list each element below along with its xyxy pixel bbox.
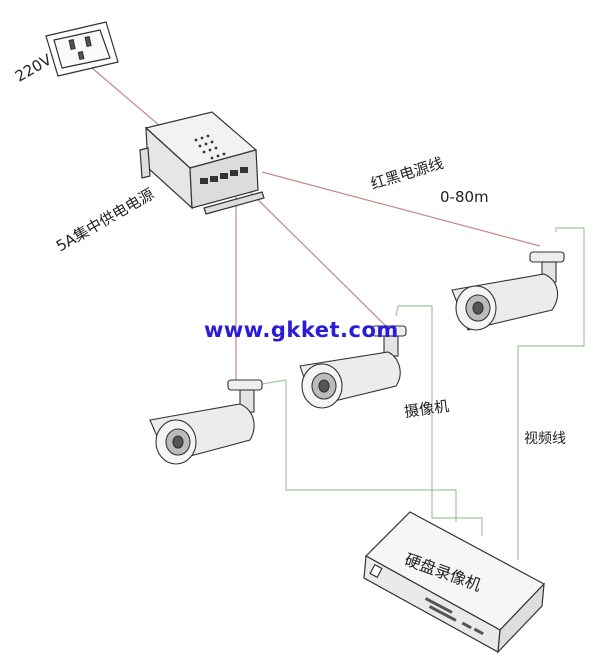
camera-1-icon (149, 379, 263, 465)
power-cable-camera-3 (261, 171, 541, 247)
power-cable-camera-2 (245, 187, 391, 331)
distance-label: 0-80m (440, 188, 489, 206)
watermark-text: www.gkket.com (204, 318, 399, 342)
camera-2-icon (299, 325, 407, 409)
video-cable-camera-1 (249, 379, 457, 522)
wall-socket-icon (45, 21, 119, 77)
video-cable-label: 视频线 (524, 431, 566, 447)
power-supply-icon (139, 111, 265, 215)
video-cable-camera-2 (395, 305, 483, 536)
power-cable-camera-1 (231, 190, 237, 391)
dvr-icon (363, 511, 545, 654)
video-cable-camera-3 (517, 227, 585, 560)
video-lines (249, 227, 585, 560)
camera-3-icon (451, 251, 565, 331)
